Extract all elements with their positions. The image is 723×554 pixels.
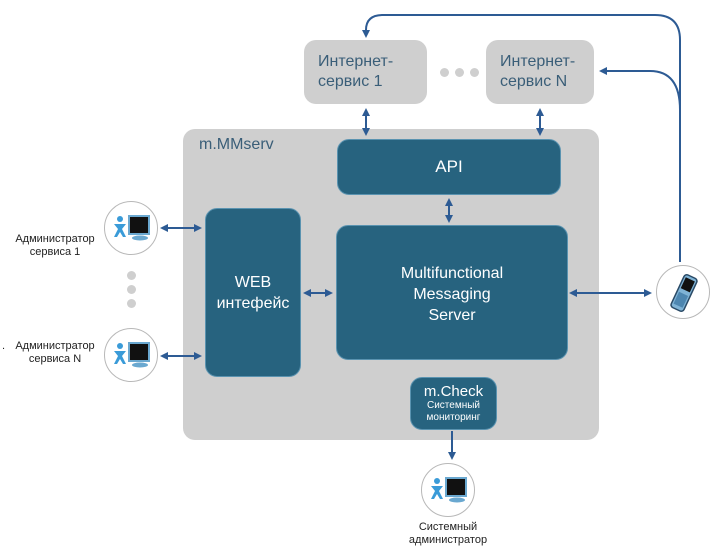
internet-service-1: Интернет- сервис 1 [304,40,427,104]
messaging-server-block: Multifunctional Messaging Server [336,225,568,360]
mobile-phone-icon [670,273,698,313]
api-block: API [337,139,561,195]
admin-computer-icon [431,477,467,503]
ellipsis-dot [127,299,136,308]
sys-admin-label: Системный администратор [408,521,488,546]
arrow-service-n [599,67,681,111]
ellipsis-dot [127,285,136,294]
mcheck-title: m.Check [423,383,484,400]
ellipsis-dot [455,68,464,77]
ellipsis-dot [127,271,136,280]
ellipsis-dot [440,68,449,77]
mcheck-block: m.Check Системный мониторинг [410,377,497,430]
admin-1-avatar [104,201,158,255]
api-label: API [435,157,463,176]
web-interface-block: WEB интефейс [205,208,301,377]
admin-n-prefix: . [2,340,6,352]
admin-1-label: Администратор сервиса 1 [15,233,95,258]
arrow-top-loop [362,14,681,262]
internet-service-n: Интернет- сервис N [486,40,594,104]
internet-service-n-label: Интернет- сервис N [500,53,576,90]
mobile-phone-avatar [656,265,710,319]
sys-admin-avatar [421,463,475,517]
internet-service-1-label: Интернет- сервис 1 [318,53,394,90]
messaging-server-label: Multifunctional Messaging Server [400,265,504,324]
mcheck-subtitle: Системный мониторинг [426,400,481,423]
admin-computer-icon [114,215,150,241]
admin-n-avatar [104,328,158,382]
web-interface-label: WEB интефейс [216,273,290,312]
admin-computer-icon [114,342,150,368]
ellipsis-dot [470,68,479,77]
admin-n-label: Администратор сервиса N [15,340,95,365]
mmserv-title: m.MMserv [199,136,274,153]
